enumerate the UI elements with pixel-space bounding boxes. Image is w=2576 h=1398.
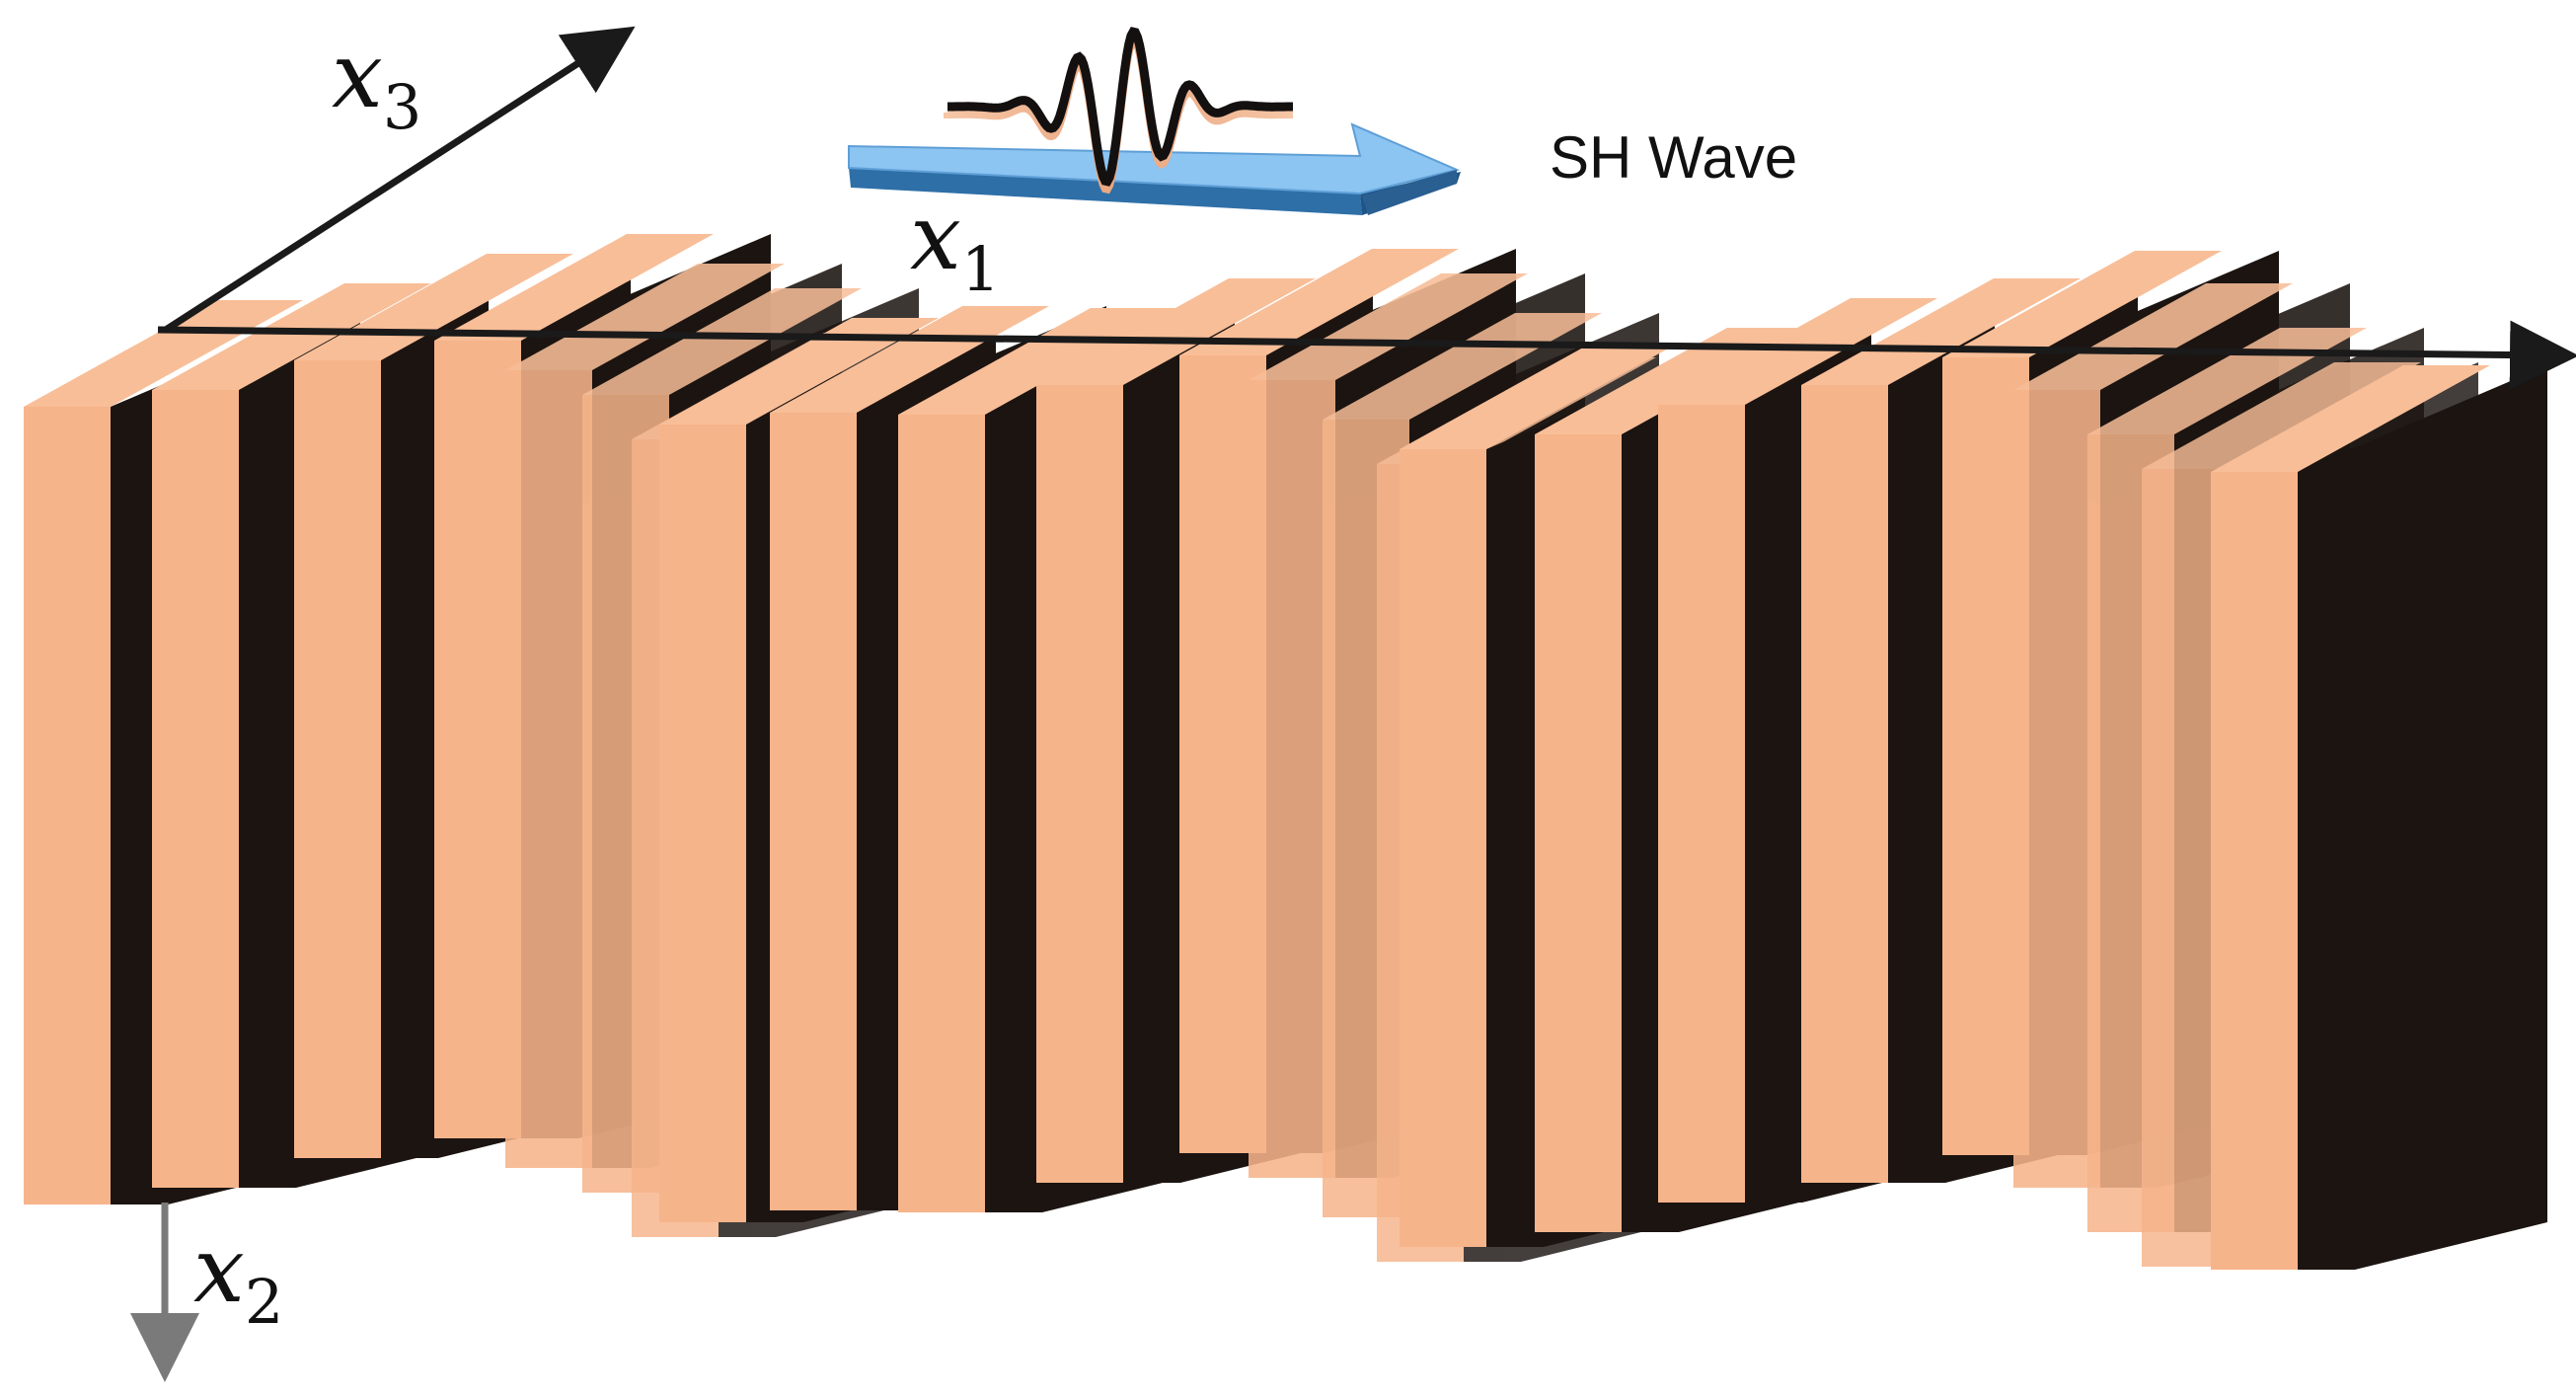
layer-top xyxy=(24,300,303,407)
axes xyxy=(130,26,2576,1382)
layer-top xyxy=(1323,313,1602,420)
layer-front xyxy=(24,407,111,1204)
x1-label: x1 xyxy=(910,185,1000,305)
layer-top xyxy=(1400,343,1679,449)
layer-front xyxy=(1036,385,1123,1183)
layer-front xyxy=(1658,405,1745,1203)
layer-top xyxy=(2013,283,2293,390)
x3-label: x3 xyxy=(332,23,421,143)
laminate-layer xyxy=(2211,365,2547,1270)
layer-top xyxy=(1942,251,2222,357)
layer-top xyxy=(1179,249,1459,355)
laminate-layers xyxy=(24,234,2547,1270)
layer-top xyxy=(1249,273,1528,380)
layer-front xyxy=(1801,385,1888,1183)
layer-top xyxy=(1801,278,2081,385)
layer-top xyxy=(770,306,1049,413)
layer-front xyxy=(152,390,239,1188)
layer-front xyxy=(2013,390,2100,1188)
layer-front xyxy=(294,360,381,1158)
layer-front xyxy=(2211,472,2298,1270)
layer-top xyxy=(2142,362,2421,469)
layer-top xyxy=(152,283,431,390)
layer-front xyxy=(659,425,746,1222)
layer-front xyxy=(1400,449,1486,1247)
layer-top xyxy=(434,234,714,341)
layer-top xyxy=(2211,365,2490,472)
layer-front xyxy=(1535,434,1622,1232)
layer-top xyxy=(582,288,862,395)
x2-label: x2 xyxy=(193,1217,283,1338)
layer-front xyxy=(898,415,985,1212)
layer-top xyxy=(1535,328,1814,434)
layer-front xyxy=(1249,380,1335,1178)
x3-axis xyxy=(164,26,636,333)
layer-front xyxy=(770,413,857,1210)
layer-top xyxy=(505,264,785,370)
wave-caption: SH Wave xyxy=(1550,124,1797,191)
layer-front xyxy=(505,370,592,1168)
x1-axis xyxy=(157,320,2576,390)
layer-top xyxy=(898,308,1177,415)
wave-ribbon-dark xyxy=(947,27,1293,187)
layer-top xyxy=(1658,298,1937,405)
layer-top xyxy=(659,318,939,425)
wave-packet-icon xyxy=(944,27,1293,194)
layer-top xyxy=(1036,278,1316,385)
layer-side xyxy=(2298,365,2547,1270)
